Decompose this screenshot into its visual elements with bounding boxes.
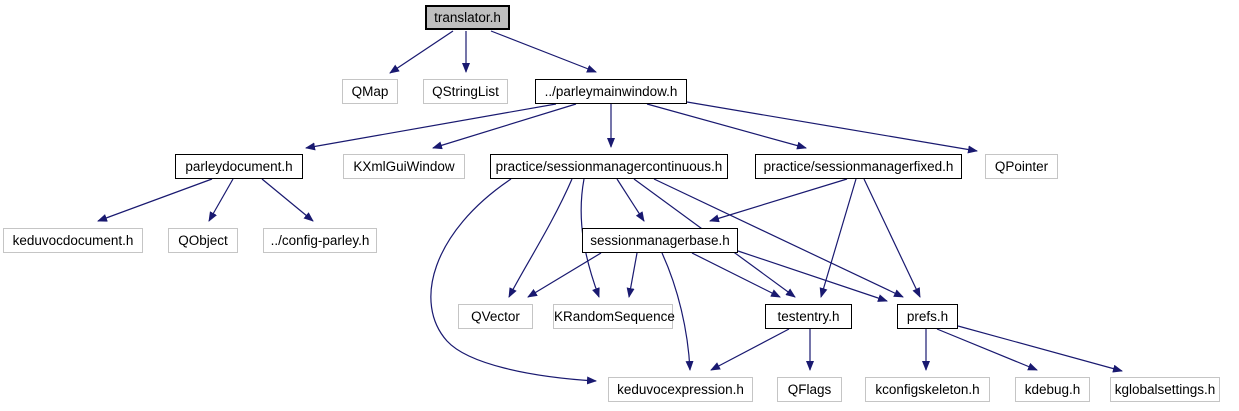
node-label: translator.h xyxy=(434,10,501,25)
node-label: ../parleymainwindow.h xyxy=(544,84,678,99)
node-krandomsequence: KRandomSequence xyxy=(553,304,675,329)
node-kconfigskeleton-h: kconfigskeleton.h xyxy=(865,377,990,402)
node-label: keduvocdocument.h xyxy=(12,233,134,248)
node-label: kglobalsettings.h xyxy=(1114,382,1216,397)
node-label: QPointer xyxy=(994,159,1049,174)
node-qpointer: QPointer xyxy=(985,154,1058,179)
node-label: practice/sessionmanagerfixed.h xyxy=(763,159,954,174)
node-label: QFlags xyxy=(787,382,832,397)
node-kglobalsettings-h: kglobalsettings.h xyxy=(1110,377,1220,402)
node-qobject: QObject xyxy=(168,228,238,253)
node-sessionmanagerbase-h[interactable]: sessionmanagerbase.h xyxy=(582,228,738,253)
node-testentry-h[interactable]: testentry.h xyxy=(765,304,852,329)
node-label: QVector xyxy=(471,309,520,324)
node-label: prefs.h xyxy=(906,309,949,324)
node-label: practice/sessionmanagercontinuous.h xyxy=(495,159,723,174)
node-config-parley-h: ../config-parley.h xyxy=(263,228,377,253)
node-qstringlist: QStringList xyxy=(423,79,508,104)
node-label: parleydocument.h xyxy=(185,159,293,174)
node-qflags: QFlags xyxy=(777,377,842,402)
node-parleydocument-h[interactable]: parleydocument.h xyxy=(175,154,303,179)
node-translator-h: translator.h xyxy=(425,5,510,30)
node-keduvocdocument-h: keduvocdocument.h xyxy=(3,228,143,253)
node-label: sessionmanagerbase.h xyxy=(590,233,730,248)
node-label: ../config-parley.h xyxy=(270,233,370,248)
node-kxmlguiwindow: KXmlGuiWindow xyxy=(343,154,465,179)
node-qmap: QMap xyxy=(342,79,398,104)
node-sessionmanagerfixed-h[interactable]: practice/sessionmanagerfixed.h xyxy=(755,154,962,179)
node-sessionmanagercontinuous-h[interactable]: practice/sessionmanagercontinuous.h xyxy=(490,154,728,179)
node-label: QStringList xyxy=(432,84,499,99)
node-label: testentry.h xyxy=(777,309,840,324)
node-parleymainwindow-h[interactable]: ../parleymainwindow.h xyxy=(535,79,687,104)
node-label: kconfigskeleton.h xyxy=(875,382,980,397)
node-kdebug-h: kdebug.h xyxy=(1015,377,1090,402)
node-label: keduvocexpression.h xyxy=(617,382,744,397)
node-keduvocexpression-h: keduvocexpression.h xyxy=(608,377,753,402)
node-label: QMap xyxy=(351,84,389,99)
node-label: KXmlGuiWindow xyxy=(353,159,455,174)
node-label: KRandomSequence xyxy=(554,309,675,324)
node-label: kdebug.h xyxy=(1024,382,1081,397)
node-prefs-h[interactable]: prefs.h xyxy=(897,304,958,329)
node-qvector: QVector xyxy=(458,304,533,329)
node-label: QObject xyxy=(178,233,228,248)
